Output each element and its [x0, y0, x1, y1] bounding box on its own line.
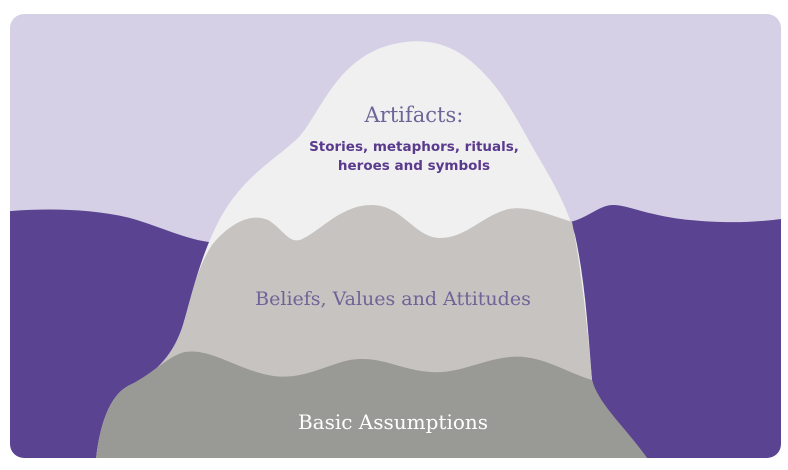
- beliefs-title: Beliefs, Values and Attitudes: [255, 288, 531, 310]
- artifacts-description-line-1: Stories, metaphors, rituals,: [309, 139, 519, 155]
- artifacts-title: Artifacts:: [364, 103, 464, 127]
- iceberg-assumptions-layer: [95, 351, 655, 458]
- artifacts-description-line-2: heroes and symbols: [338, 158, 490, 174]
- assumptions-title: Basic Assumptions: [298, 410, 488, 434]
